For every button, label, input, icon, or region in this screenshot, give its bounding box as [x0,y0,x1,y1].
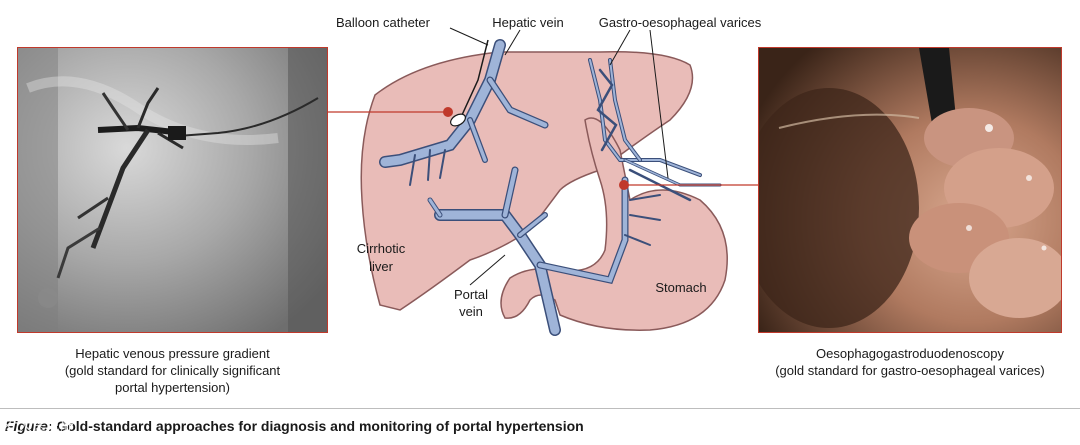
balloon-leader [449,27,489,46]
label-portal: Portal [454,287,488,302]
endoscopy-caption: Oesophagogastroduodenoscopy (gold standa… [750,345,1070,379]
hepatic-vein-graphic [379,39,549,186]
figure-label: Figure [5,418,48,434]
balloon-catheter-graphic [461,39,489,116]
hvpg-caption-line2: (gold standard for clinically significan… [64,363,281,378]
hvpg-pointer-dot [443,107,453,117]
endoscopy-caption-line1: Oesophagogastroduodenoscopy [816,346,1004,361]
stomach-shape [500,117,728,331]
liver-shape [360,51,694,311]
portal-vein-graphic [427,166,629,336]
figure-title-text: Gold-standard approaches for diagnosis a… [56,418,584,434]
portal-leader [469,254,506,286]
label-vein: vein [459,304,483,319]
label-balloon-catheter: Balloon catheter [336,15,431,30]
hvpg-caption-line3: portal hypertension) [115,380,230,395]
label-cirrhotic: Cirrhotic [357,241,406,256]
endoscopy-pointer-dot [619,180,629,190]
endoscopy-caption-line2: (gold standard for gastro-oesophageal va… [775,363,1045,378]
figure-separator: : [47,418,57,434]
endoscopy-image [758,47,1062,333]
hvpg-caption-line1: Hepatic venous pressure gradient [75,346,270,361]
label-stomach: Stomach [655,280,706,295]
hvpg-caption: Hepatic venous pressure gradient (gold s… [45,345,300,396]
hepatic-leader [504,29,521,56]
figure-title: Figure: Gold-standard approaches for dia… [5,418,584,434]
hvpg-fluoroscopy-image [17,47,328,333]
label-varices: Gastro-oesophageal varices [599,15,762,30]
label-hepatic-vein: Hepatic vein [492,15,564,30]
varices-leader-1 [609,29,631,66]
varices-leader-2 [649,29,669,179]
label-liver: liver [369,259,394,274]
catheter-balloon [450,113,466,127]
caption-divider [0,408,1080,409]
watermark: ※ 大医说肝 [2,418,75,433]
endoscopy-graphic [759,48,1061,332]
fluoroscopy-graphic [18,48,327,332]
